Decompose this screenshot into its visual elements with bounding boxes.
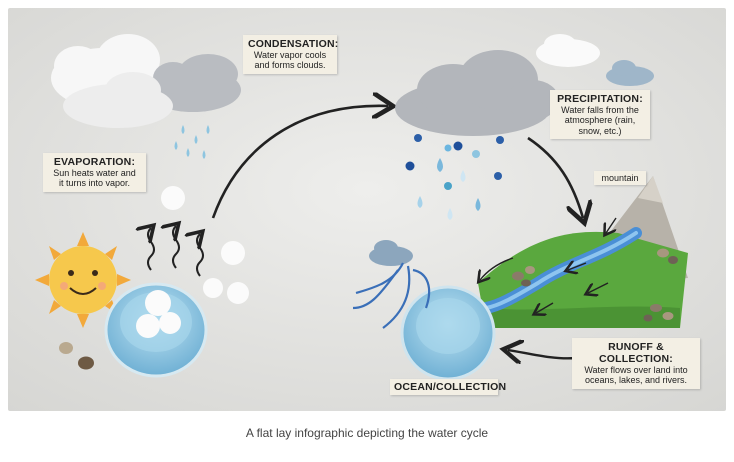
evaporation-line-1: Sun heats water and: [53, 168, 136, 179]
ocean-title: OCEAN/COLLECTION: [394, 381, 507, 393]
sun-icon: [35, 232, 131, 328]
precipitation-line-2: atmosphere (rain,: [564, 115, 636, 126]
pebbles-left: [59, 342, 94, 370]
cotton-balls: [136, 186, 249, 338]
cotton-cloud-icon: [536, 34, 600, 67]
mountain-title: mountain: [601, 173, 639, 183]
runoff-line-1: Water flows over land into: [584, 365, 688, 376]
ocean-label: OCEAN/COLLECTION: [390, 379, 507, 396]
image-caption: A flat lay infographic depicting the wat…: [245, 426, 489, 440]
runoff-title: RUNOFF & COLLECTION:: [599, 341, 673, 366]
precipitation-line-3: snow, etc.): [578, 125, 622, 136]
evaporation-label: EVAPORATION: Sun heats water and it turn…: [43, 153, 146, 192]
condensation-title: CONDENSATION:: [248, 38, 339, 50]
water-cycle-photo: [8, 8, 726, 411]
runoff-line-2: oceans, lakes, and rivers.: [584, 375, 688, 386]
evaporation-line-2: it turns into vapor.: [58, 178, 131, 189]
precipitation-title: PRECIPITATION:: [557, 93, 643, 105]
blue-cloud-icon: [606, 60, 654, 86]
raindrops-left: [174, 125, 210, 159]
runoff-label: RUNOFF & COLLECTION: Water flows over la…: [572, 338, 700, 389]
precipitation-cloud-icon: [395, 50, 559, 136]
small-blue-cloud-icon: [369, 240, 413, 266]
precipitation-drops: [405, 134, 504, 220]
pebbles-land: [512, 248, 678, 322]
blue-yarn: [352, 262, 431, 329]
condensation-arrow: [211, 106, 388, 219]
land-arrows: [480, 217, 617, 313]
evaporation-arrows: [148, 226, 203, 277]
light-cloud-icon: [63, 72, 173, 128]
evaporation-title: EVAPORATION:: [53, 156, 136, 168]
ocean-bowl: [400, 285, 496, 381]
runoff-arrow: [508, 350, 577, 358]
precipitation-arrow: [527, 136, 583, 218]
precipitation-label: PRECIPITATION: Water falls from the atmo…: [550, 90, 650, 140]
precipitation-line-1: Water falls from the: [561, 105, 639, 116]
condensation-line-1: Water vapor cools: [253, 50, 327, 61]
mountain-label: mountain: [594, 171, 646, 186]
condensation-line-2: and forms clouds.: [254, 60, 326, 71]
green-land: [478, 231, 688, 328]
condensation-label: CONDENSATION: Water vapor cools and form…: [243, 35, 339, 74]
